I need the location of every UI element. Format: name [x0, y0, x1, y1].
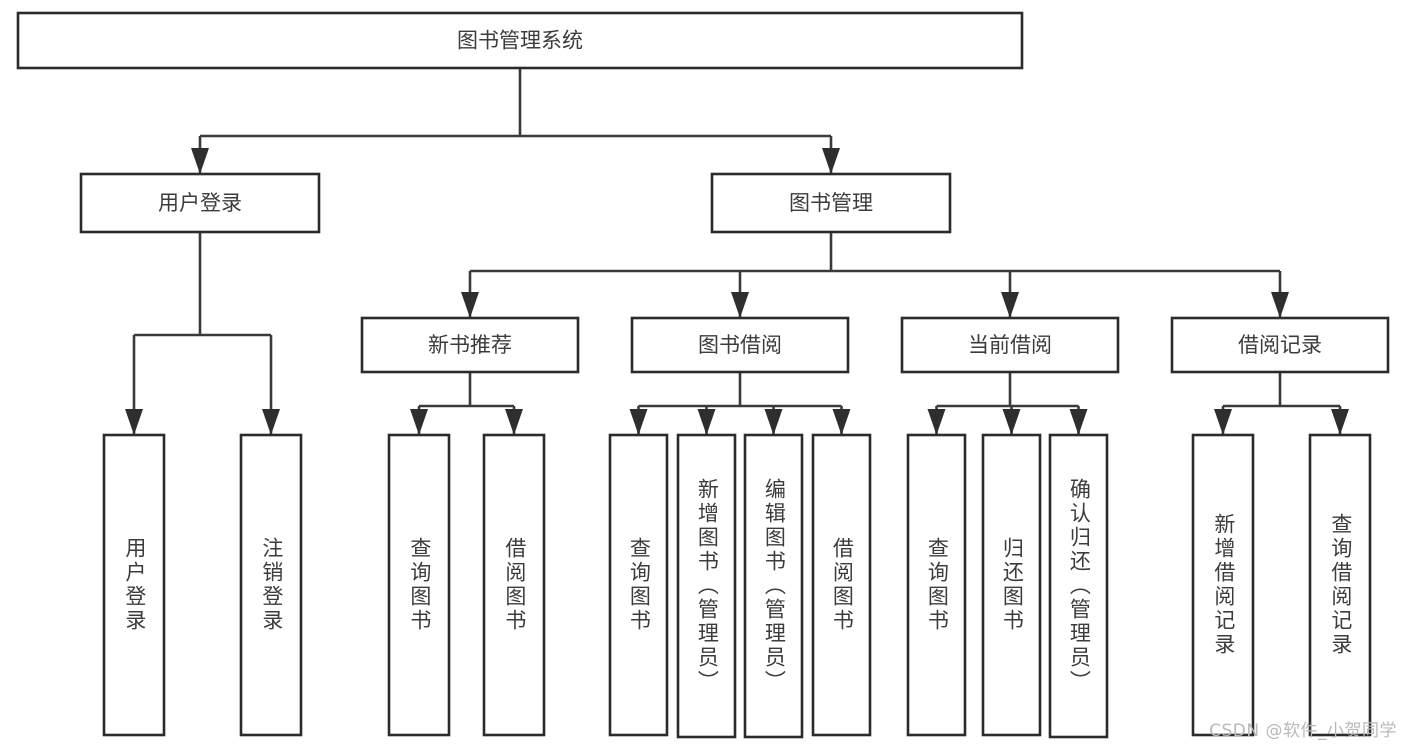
- level3-2-box[interactable]: [900, 316, 1120, 374]
- root-system-box[interactable]: [16, 11, 1024, 70]
- arrow-head-icon: [1271, 292, 1289, 318]
- arrow-head-icon: [1331, 409, 1349, 435]
- level2-0-box[interactable]: [79, 172, 321, 234]
- leaf-12-box[interactable]: [1308, 433, 1372, 737]
- leaf-8-box[interactable]: [906, 433, 967, 737]
- arrow-head-icon: [731, 292, 749, 318]
- leaf-7-box[interactable]: [811, 433, 872, 737]
- arrow-head-icon: [697, 409, 716, 435]
- arrow-head-icon: [1214, 409, 1232, 435]
- level3-3-label: 借阅记录: [1238, 333, 1322, 357]
- arrow-head-icon: [410, 409, 428, 435]
- arrow-head-icon: [262, 409, 280, 435]
- leaf-4-box[interactable]: [608, 433, 669, 737]
- arrow-head-icon: [461, 292, 479, 318]
- leaf-5-box[interactable]: [676, 433, 737, 739]
- root-system-label: 图书管理系统: [457, 29, 583, 53]
- level3-2-label: 当前借阅: [968, 333, 1052, 357]
- level3-3-box[interactable]: [1170, 316, 1390, 374]
- leaf-3-box[interactable]: [482, 433, 546, 737]
- level3-0-box[interactable]: [360, 316, 580, 374]
- leaf-10-box[interactable]: [1048, 433, 1109, 739]
- leaf-6-box[interactable]: [743, 433, 804, 739]
- leaf-0-box[interactable]: [102, 433, 166, 737]
- level3-1-box[interactable]: [630, 316, 850, 374]
- level3-0-label: 新书推荐: [428, 333, 512, 357]
- box-layer: [16, 11, 1390, 739]
- level2-0-label: 用户登录: [158, 191, 242, 215]
- arrow-head-icon: [764, 409, 783, 435]
- arrow-head-icon: [1001, 292, 1019, 318]
- arrow-head-icon: [927, 409, 946, 435]
- arrow-head-icon: [191, 148, 209, 174]
- arrow-head-icon: [125, 409, 143, 435]
- arrow-head-icon: [629, 409, 648, 435]
- arrow-head-icon: [1002, 409, 1021, 435]
- arrow-head-icon: [822, 148, 840, 174]
- leaf-9-box[interactable]: [981, 433, 1042, 737]
- level2-1-label: 图书管理: [789, 191, 873, 215]
- leaf-2-box[interactable]: [387, 433, 451, 737]
- connector-layer: [125, 68, 1349, 435]
- arrow-head-icon: [832, 409, 851, 435]
- level2-1-box[interactable]: [710, 172, 952, 234]
- level3-1-label: 图书借阅: [698, 333, 782, 357]
- leaf-11-box[interactable]: [1191, 433, 1255, 737]
- leaf-1-box[interactable]: [239, 433, 303, 737]
- arrow-head-icon: [505, 409, 523, 435]
- arrow-head-icon: [1069, 409, 1088, 435]
